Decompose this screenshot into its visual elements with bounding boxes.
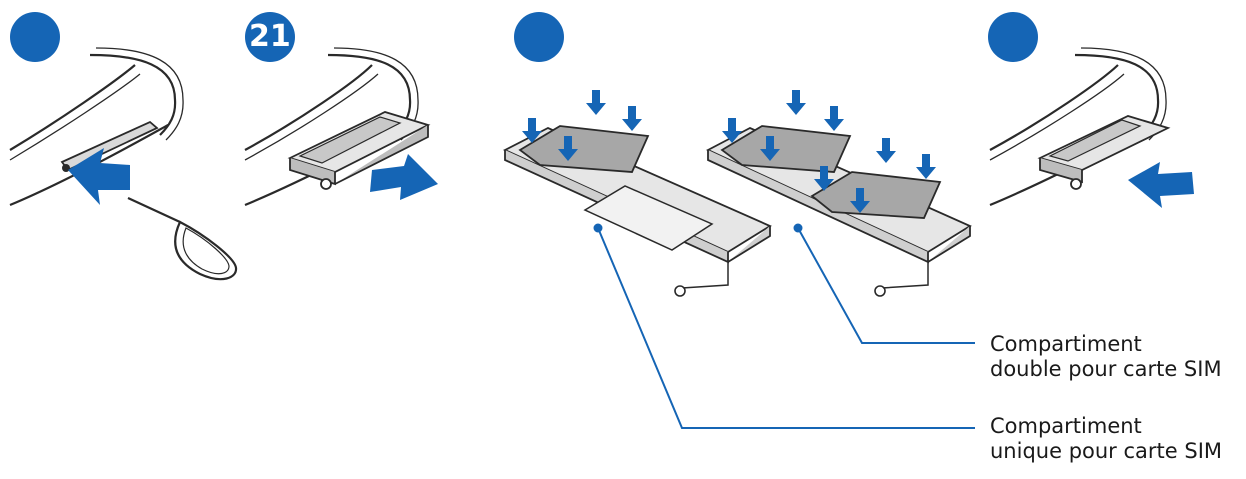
step-badge-2: 21 [245,12,295,62]
insert-arrow-icon [1128,162,1194,208]
panel-2-pull-tray [244,47,438,207]
panel-4-insert-tray [989,47,1194,208]
pull-out-arrow-icon [370,154,438,200]
single-sim-tray [502,90,772,297]
ejection-pin-icon [127,197,238,281]
step-badge-4 [988,12,1038,62]
leader-lines [593,223,975,429]
callout-dual-sim-tray: Compartiment double pour carte SIM [990,332,1222,382]
callout-single-line-2: unique pour carte SIM [990,439,1223,463]
callout-dual-line-1: Compartiment [990,332,1142,356]
insert-arrow-icon [68,148,130,205]
callout-single-line-1: Compartiment [990,414,1142,438]
panel-1-insert-pin [9,47,238,281]
step-badge-3 [514,12,564,62]
step-number-2: 21 [249,19,291,54]
callout-dual-line-2: double pour carte SIM [990,357,1222,381]
panel-3-trays [502,90,975,429]
callout-single-sim-tray: Compartiment unique pour carte SIM [990,414,1222,464]
dual-sim-tray [705,90,972,297]
step-badge-1 [10,12,60,62]
